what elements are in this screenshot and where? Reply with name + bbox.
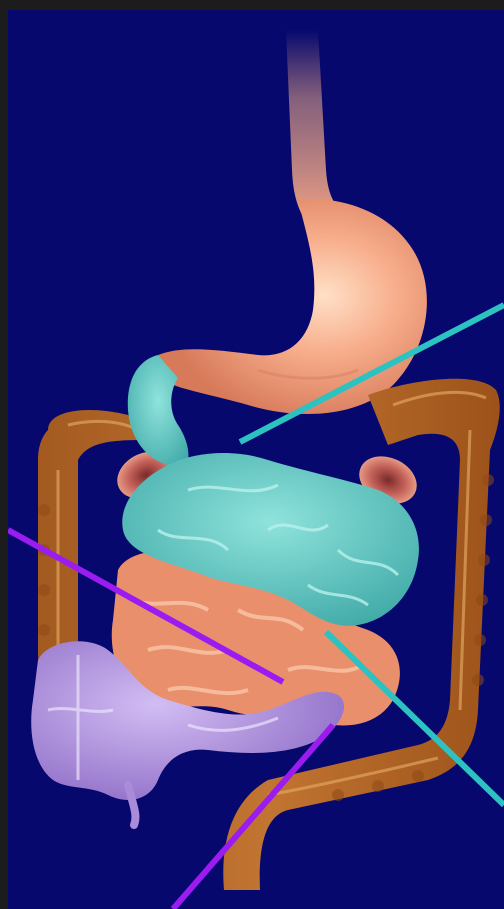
digestive-system-illustration [8, 10, 504, 909]
stomach-shape [158, 199, 427, 414]
illustration-canvas [8, 10, 504, 909]
esophagus-shape [286, 30, 348, 225]
